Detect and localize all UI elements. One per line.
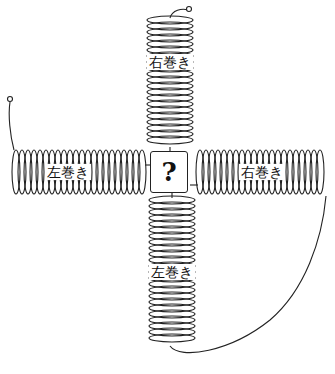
coil-label: 左巻き xyxy=(149,264,195,281)
terminal xyxy=(8,97,13,102)
coil-label: 左巻き xyxy=(45,164,91,181)
lead-wire xyxy=(190,184,198,185)
coil-winding xyxy=(149,334,195,342)
coil-winding xyxy=(147,136,193,144)
coil-winding xyxy=(316,150,324,194)
terminal xyxy=(187,7,192,12)
coil-label: 右巻き xyxy=(147,54,193,71)
lead-wire xyxy=(9,102,14,150)
lead-wire xyxy=(170,9,188,18)
node-text: ? xyxy=(161,159,176,185)
center-box: ? xyxy=(150,151,188,193)
coil-label: 右巻き xyxy=(239,164,285,181)
coil-winding xyxy=(138,150,146,194)
